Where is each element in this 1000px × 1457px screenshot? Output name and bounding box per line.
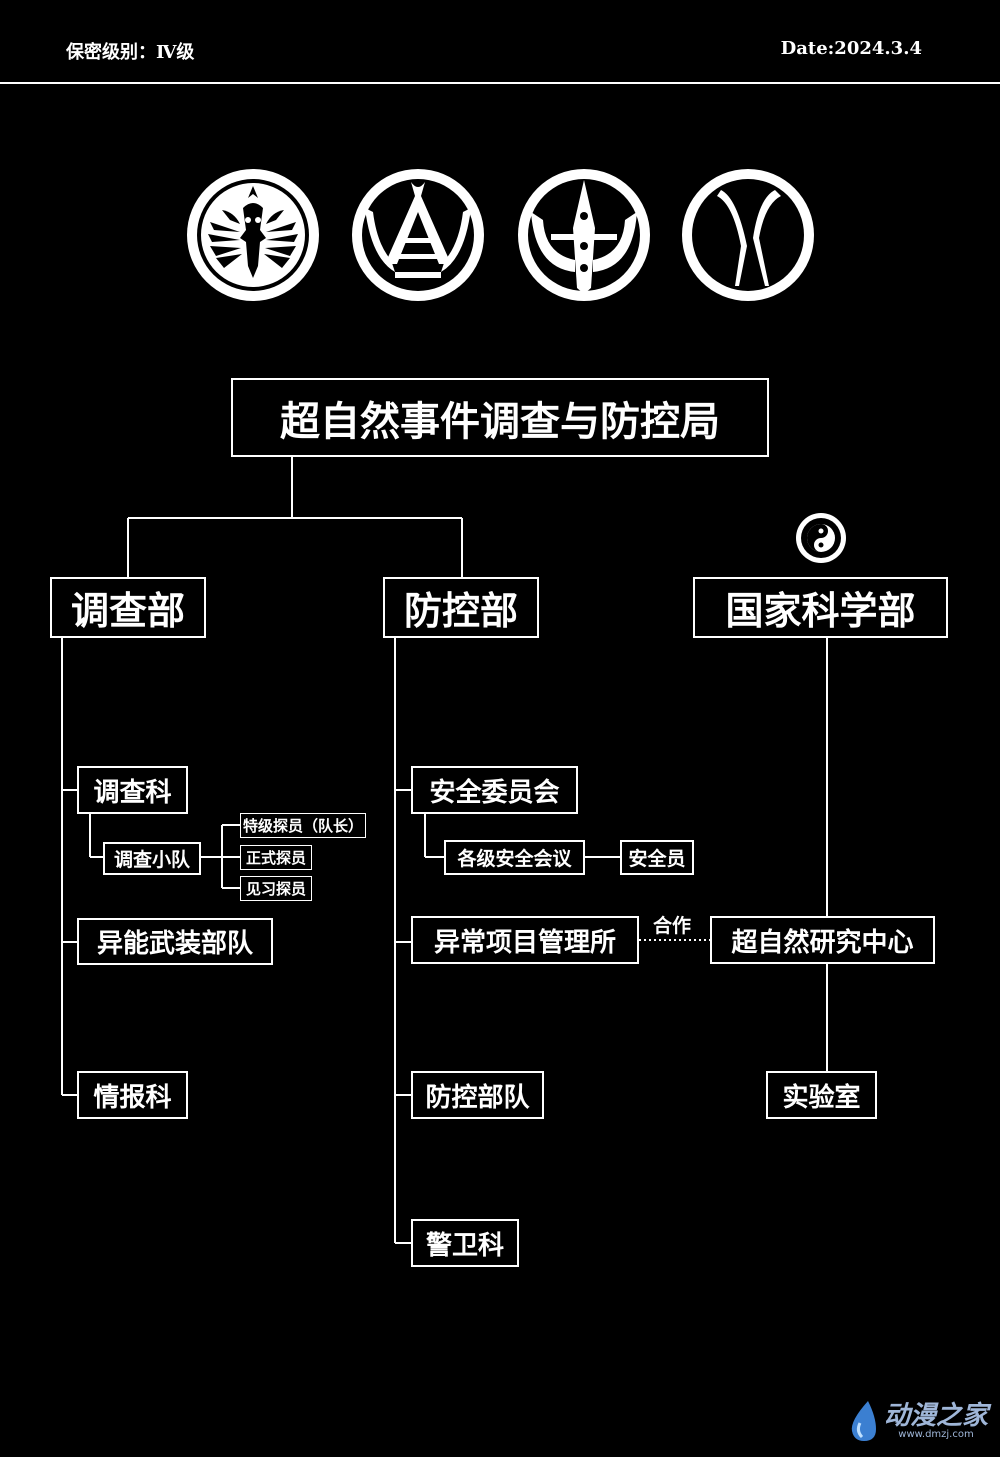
watermark-url: www.dmzj.com [898, 1428, 974, 1440]
water-drop-logo-icon [851, 1401, 876, 1441]
armed-forces-box: 异能武装部队 [77, 918, 273, 965]
rank-senior-agent-box: 特级探员（队长） [240, 813, 366, 838]
sword-emblem-icon [518, 169, 650, 301]
science-department-box: 国家科学部 [693, 577, 948, 638]
gate-emblem-icon [352, 169, 484, 301]
document-date: Date:2024.3.4 [780, 38, 922, 59]
safety-meeting-box: 各级安全会议 [444, 840, 585, 875]
prevention-troops-box: 防控部队 [411, 1071, 544, 1119]
investigation-department-box: 调查部 [50, 577, 206, 638]
investigation-section-box: 调查科 [77, 766, 188, 814]
laboratory-box: 实验室 [766, 1071, 877, 1119]
safety-committee-box: 安全委员会 [411, 766, 578, 814]
supernatural-research-center-box: 超自然研究中心 [710, 916, 935, 964]
safety-officer-box: 安全员 [620, 840, 694, 875]
phoenix-emblem-icon [187, 169, 319, 301]
arc-emblem-icon [682, 169, 814, 301]
site-watermark: 动漫之家 www.dmzj.com [846, 1399, 988, 1443]
rank-trainee-agent-box: 见习探员 [240, 876, 312, 901]
science-department-seal-icon [796, 513, 846, 563]
investigation-squad-box: 调查小队 [103, 842, 201, 875]
cooperation-label: 合作 [653, 915, 692, 937]
header-divider [0, 82, 1000, 84]
rank-full-agent-box: 正式探员 [240, 845, 312, 870]
intelligence-section-box: 情报科 [77, 1071, 188, 1119]
classification-level: 保密级别：Ⅳ级 [66, 42, 195, 63]
root-bureau-box: 超自然事件调查与防控局 [231, 378, 769, 457]
watermark-text: 动漫之家 [883, 1400, 988, 1431]
guard-section-box: 警卫科 [411, 1219, 519, 1267]
prevention-department-box: 防控部 [383, 577, 539, 638]
anomaly-management-office-box: 异常项目管理所 [411, 916, 639, 964]
